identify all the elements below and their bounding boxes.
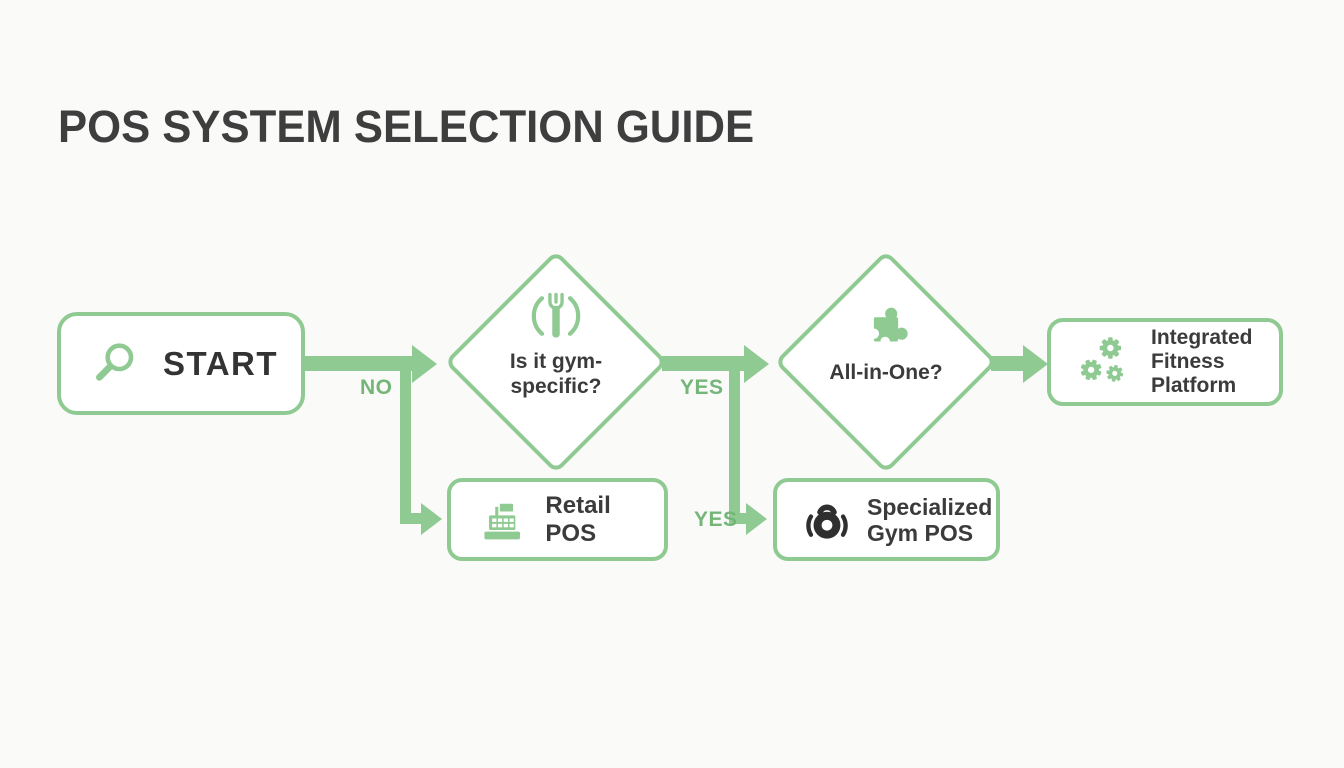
gears-icon [1077, 337, 1125, 384]
node-integrated-fitness-platform: Integrated Fitness Platform [1047, 318, 1283, 406]
arrowhead-right-icon [421, 503, 442, 535]
integrated-label-line1: Integrated [1151, 326, 1253, 349]
kettlebell-icon [806, 504, 848, 539]
edge-label-yes2: YES [694, 508, 738, 531]
integrated-label-line2: Fitness [1151, 350, 1225, 373]
node-retail-pos: Retail POS [447, 478, 668, 561]
edge-label-no: NO [360, 376, 393, 399]
integrated-label-line3: Platform [1151, 374, 1237, 397]
specialized-label-line2: Gym POS [867, 519, 974, 546]
all-in-one-label: All-in-One? [829, 361, 943, 384]
specialized-label-line1: Specialized [867, 493, 993, 520]
magnifier-icon [96, 342, 134, 381]
edge-no-vertical [400, 362, 411, 524]
gym-specific-label-line1: Is it gym- [509, 350, 603, 373]
specialized-gym-pos-label: Specialized Gym POS [867, 494, 992, 546]
edge-yes-horizontal [662, 356, 746, 371]
edge-no-stub [400, 513, 424, 524]
fork-icon [531, 292, 581, 338]
cash-register-icon [484, 503, 520, 539]
integrated-platform-label: Integrated Fitness Platform [1151, 326, 1253, 398]
arrowhead-right-icon [412, 345, 437, 383]
gym-specific-label-line2: specific? [510, 375, 602, 398]
node-specialized-gym-pos: Specialized Gym POS [773, 478, 1000, 561]
edge-yes2-stub [729, 513, 751, 524]
arrowhead-right-icon [1023, 345, 1048, 383]
arrowhead-right-icon [746, 503, 767, 535]
retail-pos-label: Retail POS [545, 491, 611, 547]
arrowhead-right-icon [744, 345, 769, 383]
puzzle-icon [868, 307, 908, 347]
edge-yes2-vertical [729, 362, 740, 524]
edge-start-to-gym-specific [302, 356, 416, 371]
edge-allinone-to-integrated [991, 356, 1025, 371]
start-label: START [163, 344, 279, 382]
page-title: POS SYSTEM SELECTION GUIDE [58, 101, 755, 152]
node-gym-specific: Is it gym- specific? [476, 288, 636, 399]
node-start: START [57, 312, 305, 415]
node-all-in-one: All-in-One? [806, 299, 966, 385]
edge-label-yes: YES [680, 376, 724, 399]
